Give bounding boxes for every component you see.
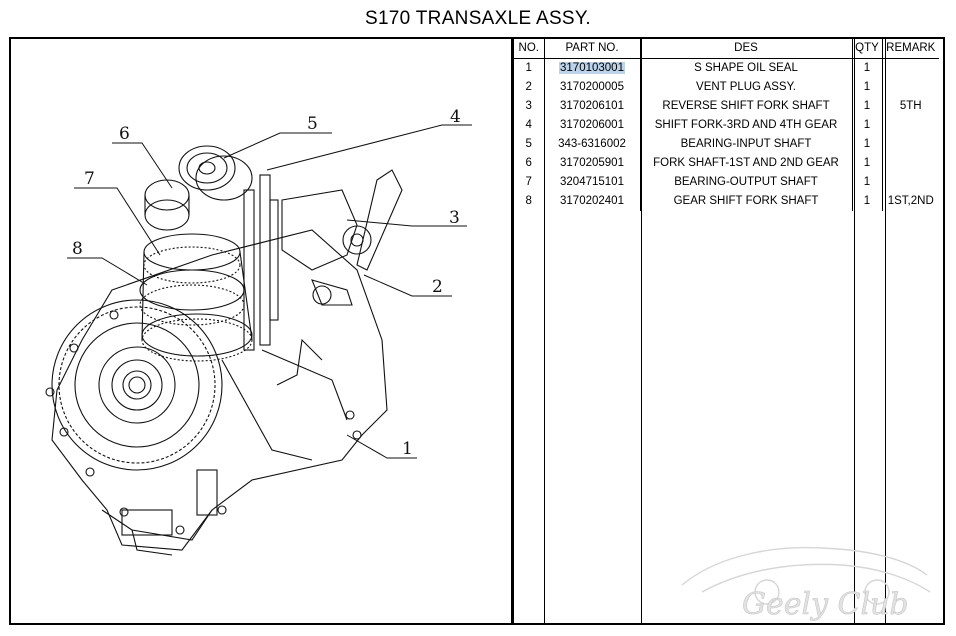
- cell-part-no[interactable]: 3170205901: [543, 154, 640, 173]
- frame-divider: [511, 37, 514, 625]
- callout-4: 4: [450, 107, 461, 127]
- table-row: 7 3204715101 BEARING-OUTPUT SHAFT 1: [514, 173, 939, 192]
- col-divider: [885, 39, 886, 623]
- callout-2-leader: [363, 274, 452, 297]
- cell-qty: 1: [851, 135, 882, 154]
- input-shaft-bearing: [178, 145, 253, 201]
- page-title: S170 TRANSAXLE ASSY.: [364, 8, 592, 29]
- cell-part-no[interactable]: 3170202401: [543, 192, 640, 211]
- header-remark: REMARK: [881, 39, 939, 59]
- callout-8: 8: [72, 239, 83, 259]
- cell-qty: 1: [851, 116, 882, 135]
- callout-1: 1: [402, 439, 413, 459]
- table-row: 4 3170206001 SHIFT FORK-3RD AND 4TH GEAR…: [514, 116, 939, 135]
- table-row: 5 343-6316002 BEARING-INPUT SHAFT 1: [514, 135, 939, 154]
- callout-2: 2: [432, 277, 443, 297]
- cell-no: 8: [525, 195, 532, 207]
- cell-part-no[interactable]: 3170103001: [543, 58, 640, 78]
- col-divider: [544, 39, 545, 623]
- callout-7-leader: [74, 187, 161, 256]
- callout-5: 5: [307, 114, 318, 134]
- table-row: 3 3170206101 REVERSE SHIFT FORK SHAFT 1 …: [514, 97, 939, 116]
- header-part-no: PART NO.: [543, 39, 640, 59]
- cell-no: 1: [525, 62, 532, 74]
- cell-part-no[interactable]: 3170200005: [543, 78, 640, 97]
- housing-outline: [51, 229, 388, 551]
- callout-5-leader: [223, 132, 332, 159]
- table-row: 1 3170103001 S SHAPE OIL SEAL 1: [514, 58, 939, 78]
- callout-7: 7: [84, 169, 95, 189]
- differential-ring-gear: [51, 299, 223, 471]
- cell-des: REVERSE SHIFT FORK SHAFT: [639, 97, 852, 116]
- cell-no: 6: [525, 157, 532, 169]
- cell-remark: [881, 58, 939, 78]
- cell-qty: 1: [851, 154, 882, 173]
- cell-no: 4: [525, 119, 532, 131]
- col-divider: [641, 39, 642, 623]
- parts-list: NO. PART NO. DES QTY REMARK 1 3170103001…: [514, 39, 944, 623]
- cell-no: 3: [525, 100, 532, 112]
- table-row: 8 3170202401 GEAR SHIFT FORK SHAFT 1 1ST…: [514, 192, 939, 211]
- callout-6-leader: [112, 142, 173, 189]
- cell-qty: 1: [851, 58, 882, 78]
- cell-des: BEARING-OUTPUT SHAFT: [639, 173, 852, 192]
- cell-no: 7: [525, 176, 532, 188]
- cell-des: BEARING-INPUT SHAFT: [639, 135, 852, 154]
- transaxle-exploded-diagram: 1 2 3 4 5 6 7 8: [45, 107, 472, 556]
- table-header-row: NO. PART NO. DES QTY REMARK: [514, 39, 939, 59]
- callout-8-leader: [67, 257, 148, 286]
- cell-part-no[interactable]: 3204715101: [543, 173, 640, 192]
- cell-qty: 1: [851, 173, 882, 192]
- parts-table: NO. PART NO. DES QTY REMARK 1 3170103001…: [514, 39, 939, 211]
- gear-stack: [139, 233, 253, 362]
- header-des: DES: [639, 39, 852, 59]
- table-row: 6 3170205901 FORK SHAFT-1ST AND 2ND GEAR…: [514, 154, 939, 173]
- cell-qty: 1: [851, 78, 882, 97]
- shift-fork-shafts: [243, 169, 403, 351]
- cell-remark: [881, 78, 939, 97]
- cell-remark: 5TH: [881, 97, 939, 116]
- col-divider: [854, 39, 855, 623]
- header-no: NO.: [514, 39, 544, 59]
- cell-remark: [881, 116, 939, 135]
- header-qty: QTY: [851, 39, 882, 59]
- callout-1-leader: [346, 434, 417, 459]
- housing-bolts: [45, 310, 362, 535]
- callout-3-leader: [346, 219, 467, 227]
- table-row: 2 3170200005 VENT PLUG ASSY. 1: [514, 78, 939, 97]
- callout-4-leader: [266, 124, 472, 171]
- cell-no: 5: [525, 138, 532, 150]
- cell-des: SHIFT FORK-3RD AND 4TH GEAR: [639, 116, 852, 135]
- cell-des: S SHAPE OIL SEAL: [639, 58, 852, 78]
- cell-part-no[interactable]: 3170206101: [543, 97, 640, 116]
- cell-des: VENT PLUG ASSY.: [639, 78, 852, 97]
- output-shaft-bearing: [144, 179, 190, 231]
- watermark-text: Geely Club: [742, 587, 909, 622]
- callout-6: 6: [119, 124, 130, 144]
- geely-club-watermark-logo: Geely Club: [681, 546, 931, 622]
- cell-des: FORK SHAFT-1ST AND 2ND GEAR: [639, 154, 852, 173]
- selected-part-no[interactable]: 3170103001: [559, 62, 625, 74]
- cell-remark: [881, 135, 939, 154]
- cell-no: 2: [525, 81, 532, 93]
- cell-remark: [881, 173, 939, 192]
- cell-qty: 1: [851, 192, 882, 211]
- drawing-frame: [9, 37, 945, 625]
- callout-3: 3: [449, 208, 460, 228]
- cell-part-no[interactable]: 343-6316002: [543, 135, 640, 154]
- cell-qty: 1: [851, 97, 882, 116]
- cell-remark: 1ST,2ND: [881, 192, 939, 211]
- cell-des: GEAR SHIFT FORK SHAFT: [639, 192, 852, 211]
- cell-remark: [881, 154, 939, 173]
- cell-part-no[interactable]: 3170206001: [543, 116, 640, 135]
